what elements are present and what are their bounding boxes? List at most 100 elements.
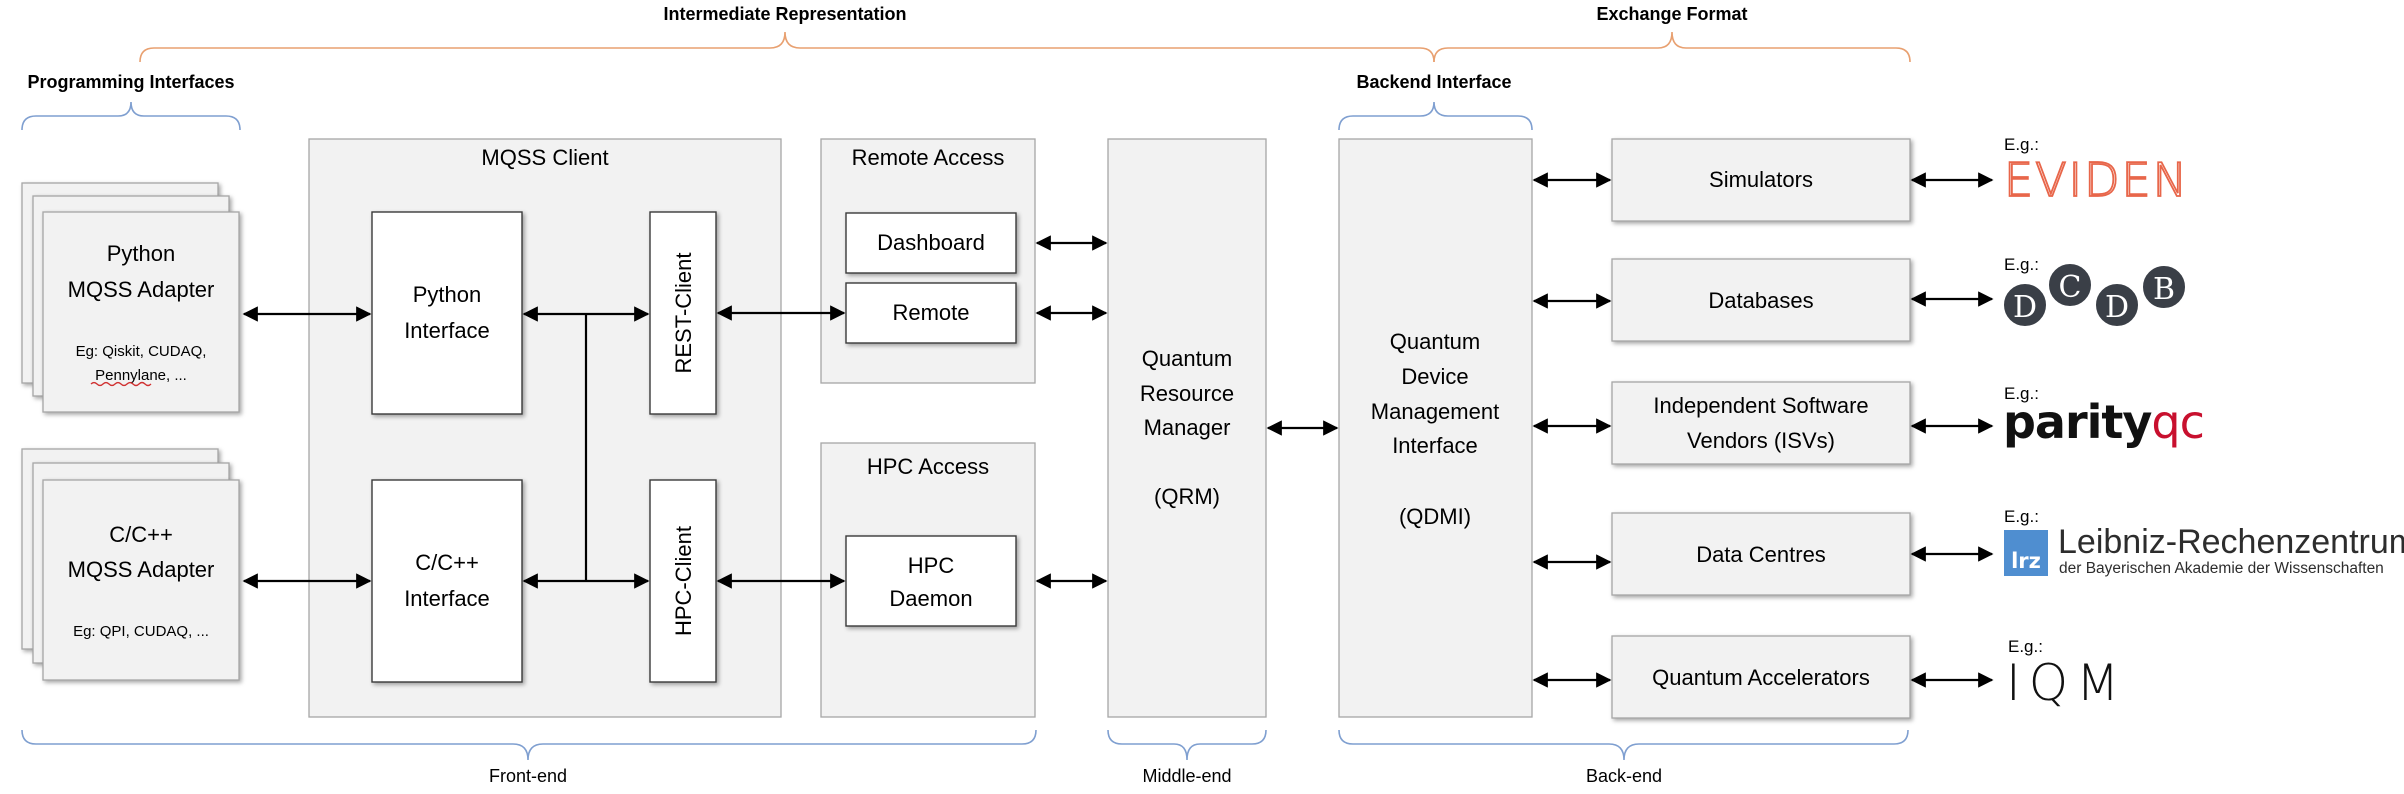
connectors xyxy=(242,172,1994,688)
cpp-adapter-subtitle: MQSS Adapter xyxy=(68,557,215,582)
python-adapter-examples-1: Eg: Qiskit, CUDAQ, xyxy=(76,343,207,360)
dcdb-eg-label: E.g.: xyxy=(2004,255,2039,274)
lrz-name: Leibniz-Rechenzentrum xyxy=(2058,523,2404,561)
qdmi-label-2: Device xyxy=(1401,364,1468,389)
databases-label: Databases xyxy=(1708,288,1813,313)
intermediate-representation-label: Intermediate Representation xyxy=(663,4,906,24)
qrm-box xyxy=(1107,138,1267,718)
cpp-interface-label-1: C/C++ xyxy=(415,550,479,575)
backend-quantum-accelerators: Quantum Accelerators xyxy=(1611,635,1911,719)
databases-box xyxy=(1611,258,1911,342)
remote-access-title: Remote Access xyxy=(852,145,1005,170)
python-interface-label-2: Interface xyxy=(404,318,490,343)
hpc-access-title: HPC Access xyxy=(867,454,989,479)
hpc-client-label: HPC-Client xyxy=(671,526,696,636)
back-end-brace xyxy=(1338,729,1909,761)
cpp-adapter-title: C/C++ xyxy=(109,522,173,547)
dcdb-logo: D C D B xyxy=(2002,262,2187,328)
hpc-daemon-box xyxy=(845,535,1017,627)
python-adapter-examples-2: Pennylane, ... xyxy=(95,367,187,384)
qdmi-label-3: Management xyxy=(1371,399,1499,424)
hpc-daemon-label-2: Daemon xyxy=(889,586,972,611)
parityqc-eg-label: E.g.: xyxy=(2004,384,2039,403)
remote-label: Remote xyxy=(892,300,969,325)
eviden-logo: EVIDEN xyxy=(2004,153,2189,207)
svg-text:D: D xyxy=(2013,290,2037,325)
svg-text:D: D xyxy=(2105,290,2129,325)
simulators-label: Simulators xyxy=(1709,167,1813,192)
programming-interfaces-brace xyxy=(21,101,241,131)
cpp-adapter-examples: Eg: QPI, CUDAQ, ... xyxy=(73,623,209,640)
lrz-logo: lrz Leibniz-Rechenzentrum der Bayerische… xyxy=(2004,523,2404,577)
middle-end-brace xyxy=(1107,729,1267,761)
python-adapter-stack: Python MQSS Adapter Eg: Qiskit, CUDAQ, P… xyxy=(21,182,240,413)
isvs-label-2: Vendors (ISVs) xyxy=(1687,428,1835,453)
svg-text:C: C xyxy=(2059,270,2082,305)
example-parityqc: E.g.: parityqc xyxy=(2003,384,2205,449)
simulators-box xyxy=(1611,138,1911,222)
example-dcdb: E.g.: D C D B xyxy=(2002,255,2187,328)
iqm-logo: IQM xyxy=(2006,654,2127,712)
hpc-daemon-label-1: HPC xyxy=(908,553,955,578)
mqss-client-title: MQSS Client xyxy=(481,145,608,170)
cpp-adapter-stack: C/C++ MQSS Adapter Eg: QPI, CUDAQ, ... xyxy=(21,448,240,681)
qrm-label-2: Resource xyxy=(1140,381,1234,406)
example-eviden: E.g.: EVIDEN xyxy=(2003,135,2189,208)
qrm-label-3: Manager xyxy=(1144,415,1231,440)
python-interface-label-1: Python xyxy=(413,282,482,307)
isvs-label-1: Independent Software xyxy=(1653,393,1868,418)
backend-interface-label: Backend Interface xyxy=(1356,72,1511,92)
hpc-client-box xyxy=(649,479,717,683)
python-adapter-subtitle: MQSS Adapter xyxy=(68,277,215,302)
qdmi-label-4: Interface xyxy=(1392,433,1478,458)
qrm-label-1: Quantum xyxy=(1142,346,1233,371)
svg-text:IQM: IQM xyxy=(2006,654,2127,712)
mqss-client: MQSS Client Python Interface C/C++ Inter… xyxy=(308,138,782,718)
eviden-eg-label: E.g.: xyxy=(2004,135,2039,154)
rest-client-label: REST-Client xyxy=(671,252,696,373)
cpp-adapter-box xyxy=(42,479,240,681)
exchange-format-label: Exchange Format xyxy=(1596,4,1747,24)
python-adapter-box xyxy=(42,211,240,413)
qdmi-label-6: (QDMI) xyxy=(1399,504,1471,529)
exchange-format-brace xyxy=(1433,31,1911,63)
backend-data-centres: Data Centres xyxy=(1611,512,1911,596)
example-lrz: E.g.: lrz Leibniz-Rechenzentrum der Baye… xyxy=(2004,507,2404,577)
python-adapter-title: Python xyxy=(107,241,176,266)
lrz-eg-label: E.g.: xyxy=(2004,507,2039,526)
rest-client-box xyxy=(649,211,717,415)
python-interface-box xyxy=(371,211,523,415)
quantum-accelerators-box xyxy=(1611,635,1911,719)
hpc-access: HPC Access HPC Daemon xyxy=(820,442,1036,718)
front-end-brace xyxy=(21,729,1037,761)
qdmi-box xyxy=(1338,138,1533,718)
isvs-box xyxy=(1611,381,1911,465)
backend-interface-brace xyxy=(1338,101,1533,131)
qdmi-label-1: Quantum xyxy=(1390,329,1481,354)
svg-text:B: B xyxy=(2153,272,2175,307)
iqm-eg-label: E.g.: xyxy=(2008,637,2043,656)
data-centres-label: Data Centres xyxy=(1696,542,1826,567)
remote-access: Remote Access Dashboard Remote xyxy=(820,138,1036,384)
front-end-label: Front-end xyxy=(489,766,567,786)
cpp-interface-box xyxy=(371,479,523,683)
qrm-label-5: (QRM) xyxy=(1154,484,1220,509)
svg-text:lrz: lrz xyxy=(2011,549,2041,573)
dashboard-label: Dashboard xyxy=(877,230,985,255)
dashboard-box xyxy=(845,212,1017,274)
remote-box xyxy=(845,282,1017,344)
svg-text:parityqc: parityqc xyxy=(2003,395,2204,449)
intermediate-representation-brace xyxy=(139,31,1435,63)
example-iqm: E.g.: IQM xyxy=(2006,637,2127,712)
parityqc-logo: parityqc xyxy=(2003,395,2205,449)
middle-end-label: Middle-end xyxy=(1142,766,1231,786)
lrz-subtitle: der Bayerischen Akademie der Wissenschaf… xyxy=(2059,560,2384,577)
backend-isvs: Independent Software Vendors (ISVs) xyxy=(1611,381,1911,465)
backend-databases: Databases xyxy=(1611,258,1911,342)
qrm: Quantum Resource Manager (QRM) xyxy=(1107,138,1267,718)
cpp-interface-label-2: Interface xyxy=(404,586,490,611)
spellcheck-underline xyxy=(90,381,152,387)
qdmi: Quantum Device Management Interface (QDM… xyxy=(1338,138,1533,718)
programming-interfaces-label: Programming Interfaces xyxy=(27,72,234,92)
